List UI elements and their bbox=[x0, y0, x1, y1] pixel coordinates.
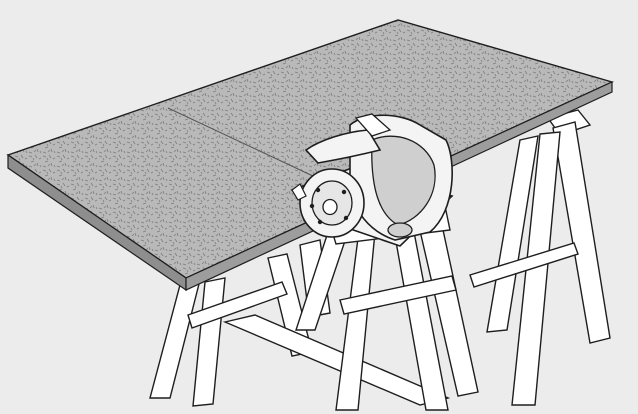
front-sawhorse bbox=[295, 205, 479, 411]
rear-sawhorse bbox=[469, 109, 611, 406]
circular-saw bbox=[290, 113, 454, 247]
